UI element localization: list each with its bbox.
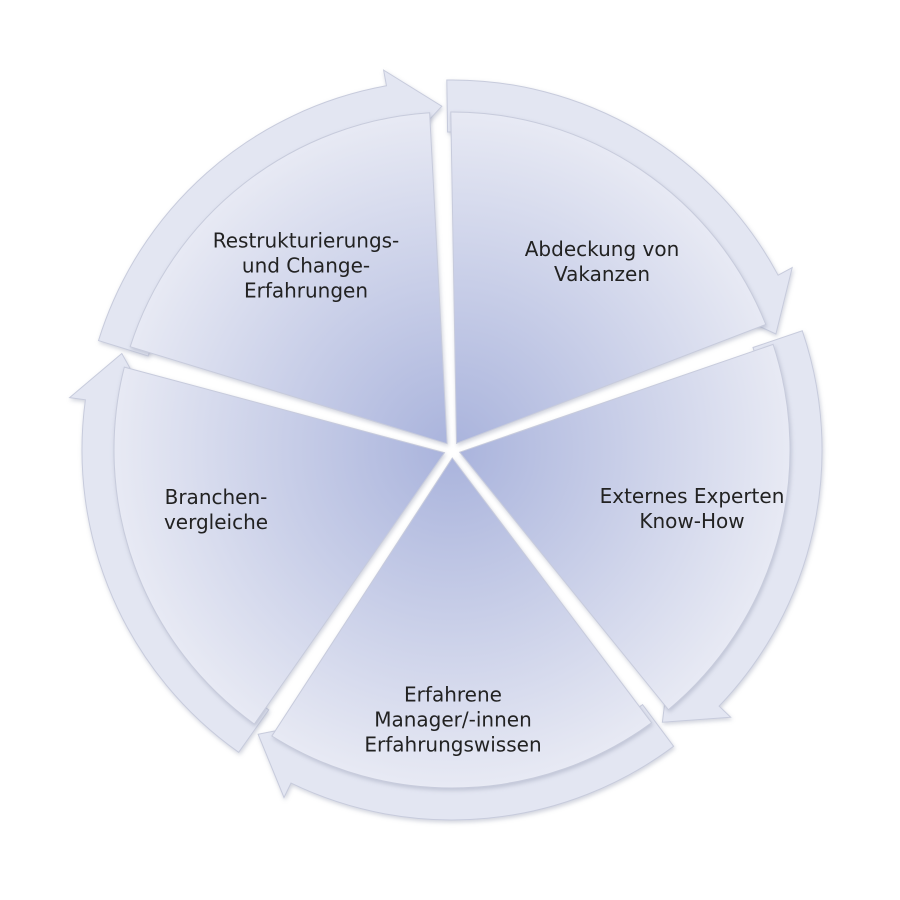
wedge-restructuring (129, 112, 448, 445)
wedge-vacancies (450, 111, 767, 445)
wedge-experienced-managers (271, 457, 653, 789)
segment-label-restructuring: Restrukturierungs-und Change-Erfahrungen (212, 228, 400, 303)
segment-label-industry-comparison: Branchen-vergleiche (163, 485, 269, 534)
wedge-industry-comparison (113, 366, 446, 725)
wedge-expert-know-how (458, 343, 791, 711)
